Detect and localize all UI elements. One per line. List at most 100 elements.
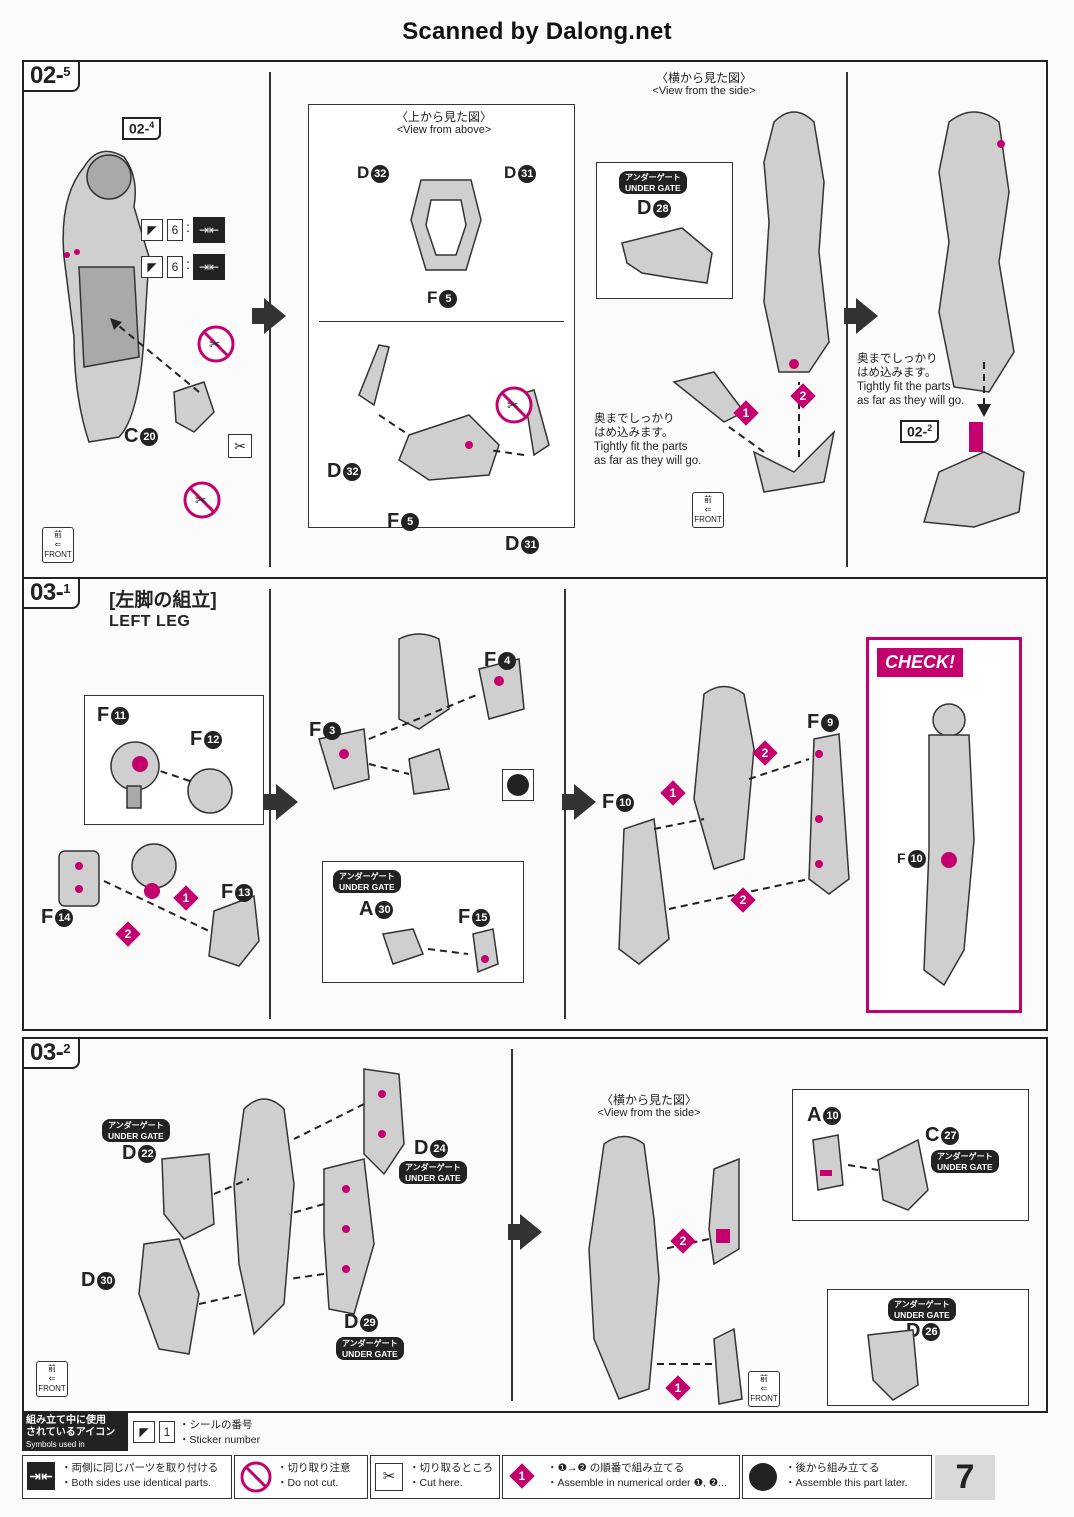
leg-side-view-illustration — [763, 111, 830, 373]
sticker-callout-1: ◤ 6 : ⇥⇤ — [141, 217, 231, 243]
step-badge: 03-1 — [22, 577, 80, 609]
both-sides-icon: ⇥⇤ — [27, 1462, 55, 1490]
inner-divider — [319, 321, 564, 322]
front-indicator: 前⇐FRONT — [748, 1371, 780, 1407]
svg-text:✂: ✂ — [507, 397, 519, 413]
sticker-callout-2: ◤ 6 : ⇥⇤ — [141, 254, 231, 280]
next-step-arrow — [844, 298, 878, 334]
leg-assembly-illustration — [62, 150, 150, 443]
front-indicator: 前⇐FRONT — [36, 1361, 68, 1397]
part-a30-f15-illustration — [382, 928, 499, 974]
cut-here-icon: ✂ — [375, 1463, 403, 1491]
step-number-2: 2 — [790, 383, 816, 409]
section-title-jp: [左脚の組立] — [109, 590, 217, 611]
step-number-2: 2 — [670, 1228, 696, 1254]
step-number-1: 1 — [665, 1375, 691, 1401]
view-side-caption: 〈横から見た図〉 <View from the side> — [652, 71, 756, 98]
sticker-icon: ◤ — [133, 1421, 155, 1443]
legend-numerical-order: 1 ・❶→❷ の順番で組み立てる・Assemble in numerical o… — [502, 1455, 740, 1499]
fit-note-1: 奥までしっかり はめ込みます。 Tightly fit the parts as… — [594, 413, 702, 467]
check-title: CHECK! — [877, 648, 963, 677]
leg-joint-illustration — [58, 843, 260, 967]
do-not-cut-icon: ✂ — [197, 325, 235, 363]
ref-badge-02-2: 02-2 — [900, 420, 940, 443]
front-indicator: 前⇐FRONT — [692, 492, 724, 528]
sticker-number: 6 — [167, 219, 183, 241]
step-number-2: 2 — [730, 887, 756, 913]
legend-cut-here: ✂ ・切り取るところ・Cut here. — [370, 1455, 500, 1499]
top-view-illustration — [410, 179, 482, 271]
assembly-f5-illustration — [358, 344, 550, 481]
check-illustration — [923, 703, 975, 987]
watermark: Scanned by Dalong.net — [402, 18, 672, 45]
page-number: 7 — [935, 1455, 995, 1500]
leg-assembled-illustration — [938, 111, 1015, 393]
svg-text:✂: ✂ — [209, 336, 221, 352]
view-above-caption: 〈上から見た図〉 <View from above> — [395, 110, 492, 137]
part-f11-f12-illustration — [110, 741, 233, 814]
next-step-arrow — [508, 1214, 542, 1250]
symbols-legend-title: 組み立て中に使用 されているアイコン Symbols used in instr… — [22, 1413, 128, 1461]
step-order-icon: 1 — [509, 1463, 535, 1489]
leg-armor-assembly-illustration — [138, 1068, 405, 1355]
sticker-icon: ◤ — [141, 219, 163, 241]
part-a10-c27-illustration — [812, 1134, 929, 1211]
step-number-1: 1 — [733, 400, 759, 426]
next-step-arrow — [264, 784, 298, 820]
part-d28-side-illustration — [672, 371, 836, 493]
fit-note-2: 奥までしっかり はめ込みます。 Tightly fit the parts as… — [857, 353, 965, 407]
sticker-icon: ◤ — [141, 256, 163, 278]
knee-assembly-illustration — [318, 633, 525, 795]
colon: : — [186, 256, 190, 272]
step-number-1: 1 — [660, 780, 686, 806]
step-number-1: 1 — [173, 885, 199, 911]
leg-side-armor-illustration — [588, 1135, 743, 1405]
next-step-arrow — [562, 784, 596, 820]
sticker-number-legend: ◤ 1 ・シールの番号 ・Sticker number — [133, 1415, 273, 1449]
part-d28-illustration — [621, 227, 713, 284]
step-badge: 03-2 — [22, 1037, 80, 1069]
step-number-2: 2 — [752, 740, 778, 766]
assembly-dashed-arrow — [977, 362, 991, 417]
both-sides-icon: ⇥⇤ — [193, 217, 225, 243]
next-step-arrow — [252, 298, 286, 334]
sticker-number-example: 1 — [159, 1421, 175, 1443]
do-not-cut-icon: ✂ — [495, 386, 533, 424]
front-indicator: 前⇐FRONT — [42, 527, 74, 563]
both-sides-icon: ⇥⇤ — [193, 254, 225, 280]
